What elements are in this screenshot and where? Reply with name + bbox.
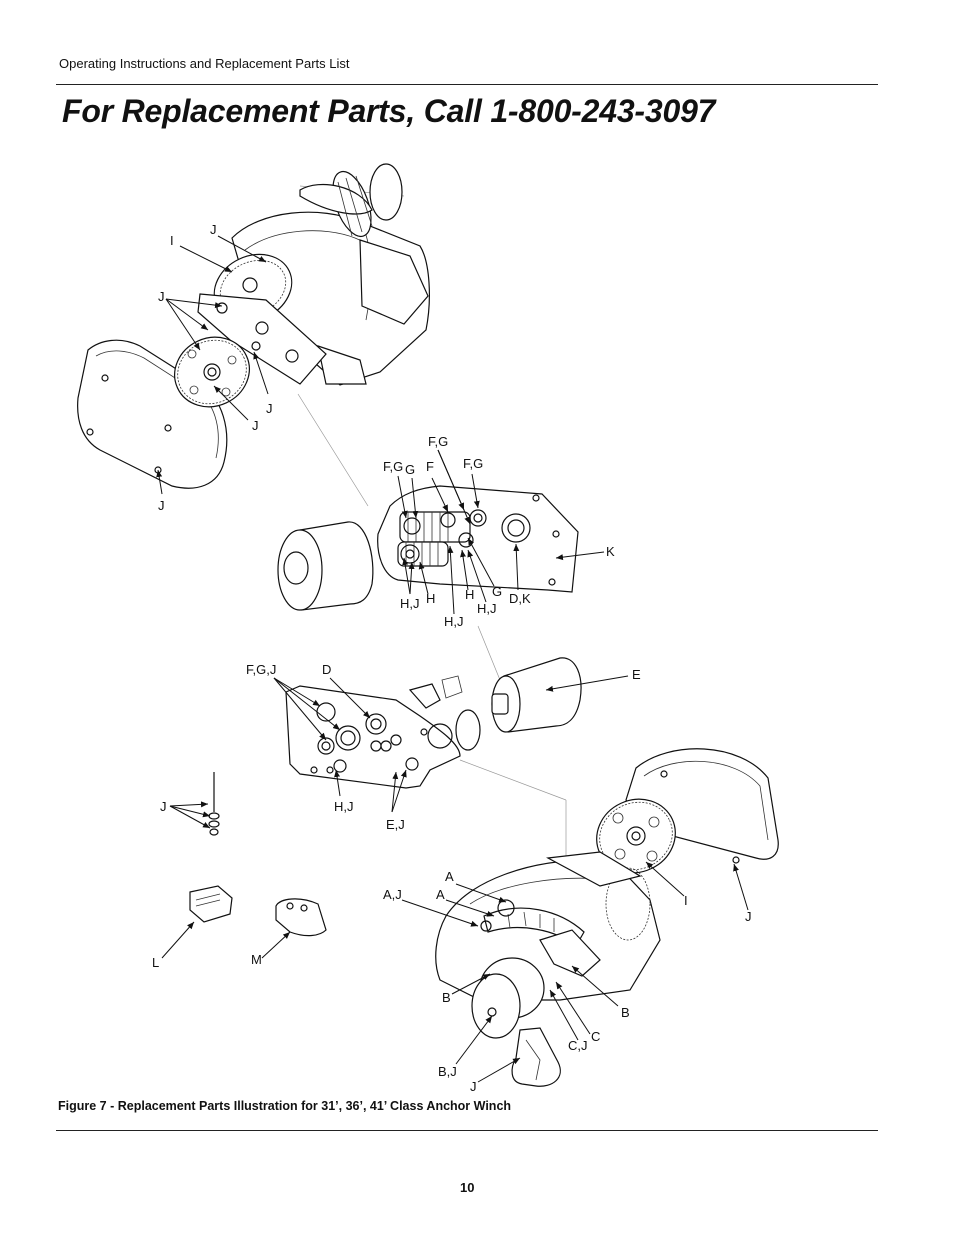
callout-plate-e: E [632, 667, 641, 682]
callout-gear-g2: G [492, 584, 502, 599]
page-number: 10 [460, 1180, 475, 1195]
running-header: Operating Instructions and Replacement P… [59, 56, 350, 71]
callout-gear-hj2: H,J [477, 601, 497, 616]
base-drum-knob [471, 957, 545, 1039]
figure-caption: Figure 7 - Replacement Parts Illustratio… [58, 1099, 512, 1113]
callout-base-aj: A,J [383, 887, 402, 902]
callout-gear-h2: H [465, 587, 474, 602]
callout-base-l: L [152, 955, 159, 970]
callout-gear-fg3: F,G [463, 456, 483, 471]
gearbox-callout-arrows [397, 449, 605, 615]
callout-gear-f: F [426, 459, 434, 474]
gearbox-callout-labels: F,G F,G G F F,G K H,J H H G H,J D,K H,J [383, 434, 615, 629]
callout-base-bj: B,J [438, 1064, 457, 1079]
callout-top-j5: J [158, 498, 165, 513]
callout-base-i: I [684, 893, 688, 908]
callout-top-j4: J [252, 418, 259, 433]
callout-base-j2: J [470, 1079, 477, 1094]
middle-stud-j [208, 772, 220, 836]
callout-base-cj: C,J [568, 1038, 588, 1053]
plate-callout-labels: F,G,J D E J H,J E,J [160, 662, 641, 832]
middle-motor-e [491, 657, 582, 733]
callout-plate-ej: E,J [386, 817, 405, 832]
base-foot-mount [511, 1027, 561, 1087]
plate-callout-arrows [169, 675, 629, 829]
top-winch-housing [231, 185, 430, 386]
callout-gear-hj1: H,J [400, 596, 420, 611]
top-callout-labels: I J J J J J [158, 222, 273, 513]
callout-base-b2: B [621, 1005, 630, 1020]
callout-plate-hj: H,J [334, 799, 354, 814]
callout-top-i: I [170, 233, 174, 248]
callout-base-c: C [591, 1029, 600, 1044]
callout-top-j3: J [266, 401, 273, 416]
callout-base-j1: J [745, 909, 752, 924]
callout-base-a2: A [436, 887, 445, 902]
top-callout-arrows [156, 235, 269, 495]
callout-base-m: M [251, 952, 262, 967]
callout-gear-dk: D,K [509, 591, 531, 606]
header-rule [56, 84, 878, 85]
callout-base-a1: A [445, 869, 454, 884]
callout-top-j1: J [210, 222, 217, 237]
middle-gear-plate [285, 675, 481, 789]
callout-gear-hj3: H,J [444, 614, 464, 629]
callout-top-j2: J [158, 289, 165, 304]
base-callout-arrows [161, 861, 749, 1083]
base-clutch-arm [480, 899, 601, 977]
callout-gear-fg1: F,G [428, 434, 448, 449]
callout-gear-k: K [606, 544, 615, 559]
base-terminal-block-m [275, 898, 327, 937]
callout-gear-h1: H [426, 591, 435, 606]
footer-rule [56, 1130, 878, 1131]
base-callout-labels: A A,J A I J L M B B C C,J B,J J [152, 869, 752, 1094]
gearbox-gear-train [397, 509, 487, 567]
page-title: For Replacement Parts, Call 1-800-243-30… [62, 93, 716, 129]
base-switch-l [189, 885, 233, 923]
callout-plate-fgj: F,G,J [246, 662, 276, 677]
callout-gear-fg2: F,G [383, 459, 403, 474]
top-gear-plate [197, 293, 327, 385]
callout-plate-j: J [160, 799, 167, 814]
gearbox-motor-cylinder [277, 521, 374, 611]
top-clutch-knob [299, 163, 403, 238]
callout-gear-g1: G [405, 462, 415, 477]
callout-plate-d: D [322, 662, 331, 677]
callout-base-b1: B [442, 990, 451, 1005]
